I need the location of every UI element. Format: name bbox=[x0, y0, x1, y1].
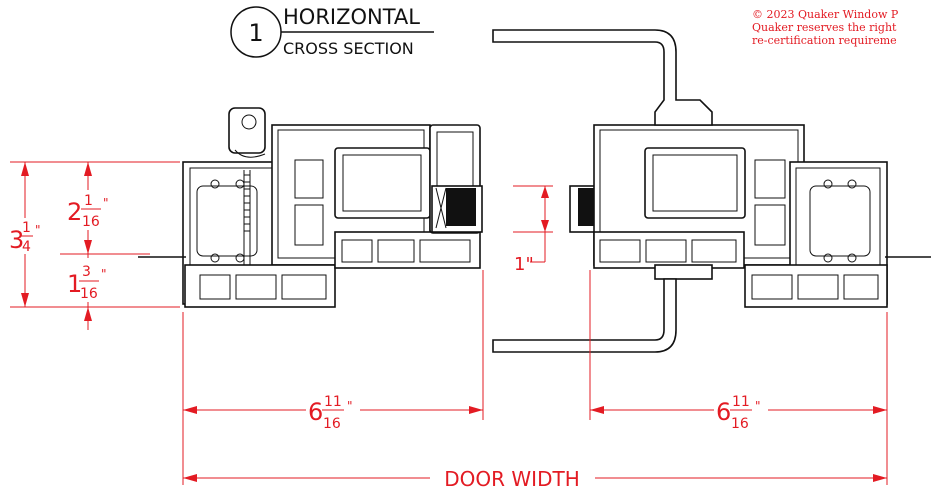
lower-height-unit: " bbox=[101, 267, 107, 281]
lever-handle bbox=[492, 29, 713, 353]
dimension-right-width: 6 11 16 " bbox=[589, 270, 888, 485]
right-frame-profile bbox=[569, 124, 931, 308]
copyright-line-1: © 2023 Quaker Window P bbox=[752, 8, 899, 21]
copyright-notice: © 2023 Quaker Window P Quaker reserves t… bbox=[752, 8, 931, 47]
section-number: 1 bbox=[248, 19, 263, 47]
lower-height-whole: 1 bbox=[67, 270, 82, 298]
title-line-1: HORIZONTAL bbox=[283, 5, 420, 29]
dimension-glass-gap: 1" bbox=[513, 185, 553, 275]
glass-gap-label: 1" bbox=[514, 254, 534, 275]
overall-height-num: 1 bbox=[22, 220, 31, 236]
title-line-2: CROSS SECTION bbox=[283, 39, 414, 58]
copyright-line-3: re-certification requireme bbox=[752, 34, 897, 47]
title-block: 1 HORIZONTAL CROSS SECTION bbox=[230, 5, 434, 58]
right-width-whole: 6 bbox=[716, 398, 731, 426]
right-width-num: 11 bbox=[732, 394, 750, 410]
left-width-num: 11 bbox=[324, 394, 342, 410]
upper-height-den: 16 bbox=[82, 214, 100, 230]
lower-height-den: 16 bbox=[80, 286, 98, 302]
right-width-unit: " bbox=[755, 399, 761, 413]
dimension-lower-height: 1 3 16 " bbox=[66, 254, 112, 330]
copyright-line-2: Quaker reserves the right bbox=[752, 21, 897, 34]
overall-height-den: 4 bbox=[22, 239, 31, 255]
dimension-overall-height: 3 1 4 " bbox=[8, 161, 180, 308]
door-width-label: DOOR WIDTH bbox=[444, 467, 579, 491]
right-width-den: 16 bbox=[731, 416, 749, 432]
dimension-left-width: 6 11 16 " bbox=[182, 270, 484, 432]
left-frame-profile bbox=[138, 107, 483, 308]
overall-height-unit: " bbox=[35, 223, 41, 237]
lower-height-num: 3 bbox=[82, 264, 91, 280]
left-width-unit: " bbox=[347, 399, 353, 413]
overall-height-whole: 3 bbox=[9, 226, 24, 254]
upper-height-num: 1 bbox=[84, 193, 93, 209]
left-width-whole: 6 bbox=[308, 398, 323, 426]
upper-height-unit: " bbox=[103, 196, 109, 210]
dimension-door-width: DOOR WIDTH bbox=[182, 420, 887, 491]
upper-height-whole: 2 bbox=[67, 198, 82, 226]
dimension-upper-height: 2 1 16 " bbox=[60, 162, 150, 255]
left-width-den: 16 bbox=[323, 416, 341, 432]
